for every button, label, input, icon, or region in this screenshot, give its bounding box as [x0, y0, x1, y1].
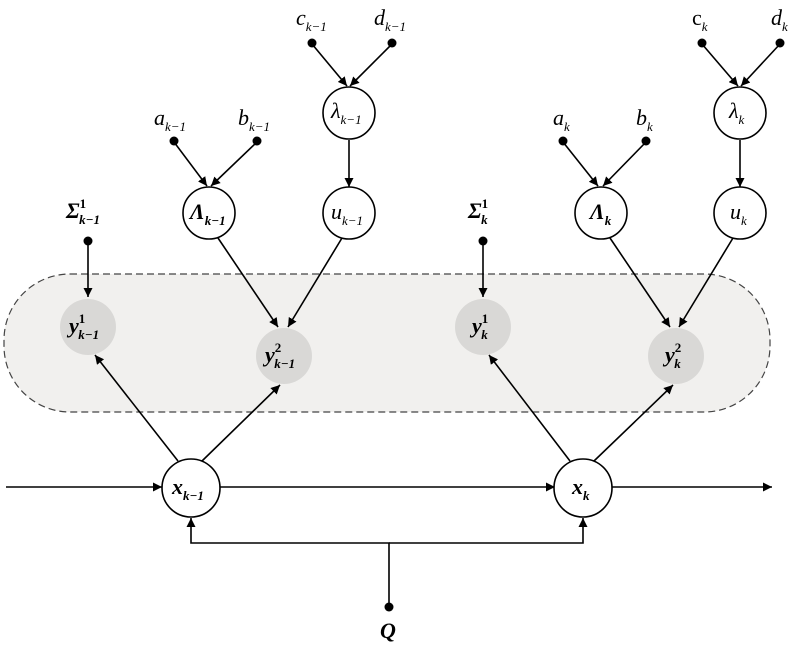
- edge-b-cur-Lambda-cur: [602, 141, 647, 187]
- edges: [6, 43, 781, 606]
- node-u-prev: [322, 186, 376, 240]
- edge-a-cur-Lambda-cur: [562, 141, 599, 187]
- dot-d-prev: [387, 38, 397, 48]
- label-d-cur: dk: [771, 5, 788, 34]
- dot-a-prev: [169, 136, 179, 146]
- dot-b-cur: [641, 136, 651, 146]
- label-u-prev: uk−1: [331, 199, 363, 228]
- edge-u-prev-y2-prev: [287, 237, 343, 328]
- node-y2-cur: [648, 328, 704, 384]
- labels: ck−1 dk−1 ck dk ak−1 bk−1 ak bk λk−1 λk …: [65, 5, 788, 643]
- edge-c-cur-lambda-cur: [701, 43, 739, 87]
- edge-c-prev-lambda-prev: [311, 43, 348, 87]
- dot-Q: [384, 602, 394, 612]
- dot-sigma-cur: [478, 236, 488, 246]
- edge-d-cur-lambda-cur: [740, 43, 781, 87]
- label-x-prev: xk−1: [171, 474, 204, 503]
- node-lambda-cur: [713, 86, 767, 140]
- edge-a-prev-Lambda-prev: [173, 141, 208, 187]
- dot-c-cur: [697, 38, 707, 48]
- edge-Q-x-cur: [389, 518, 588, 544]
- edge-Lambda-prev-y2-prev: [217, 237, 279, 328]
- label-a-cur: ak: [553, 105, 570, 134]
- edge-x-prev-y1-prev: [94, 354, 179, 462]
- label-c-cur: ck: [692, 5, 708, 34]
- edge-x-cur-y1-cur: [488, 354, 571, 462]
- label-Lambda-cur: Λk: [588, 199, 612, 228]
- label-lambda-cur: λk: [728, 98, 745, 127]
- label-Lambda-prev: Λk−1: [188, 199, 226, 228]
- label-x-cur: xk: [571, 474, 590, 503]
- label-c-prev: ck−1: [296, 5, 327, 34]
- edge-x-prev-y2-prev: [201, 384, 281, 462]
- node-Lambda-prev: [182, 186, 236, 240]
- label-u-cur: uk: [730, 199, 747, 228]
- label-b-cur: bk: [636, 105, 653, 134]
- edge-u-cur-y2-cur: [678, 237, 734, 328]
- node-y1-cur: [455, 299, 511, 355]
- node-lambda-prev: [322, 86, 376, 140]
- node-y2-prev: [256, 328, 312, 384]
- label-b-prev: bk−1: [238, 105, 270, 134]
- hyperparameter-dots: [83, 38, 785, 612]
- node-y1-prev: [60, 299, 116, 355]
- node-x-prev: [161, 458, 221, 518]
- dot-a-cur: [558, 136, 568, 146]
- node-x-cur: [553, 458, 613, 518]
- edge-Lambda-cur-y2-cur: [609, 237, 671, 328]
- edge-Q-x-prev: [186, 518, 390, 606]
- observation-plate: [3, 273, 771, 413]
- dot-sigma-prev: [83, 236, 93, 246]
- dot-c-prev: [307, 38, 317, 48]
- edge-d-prev-lambda-prev: [349, 43, 393, 87]
- dot-d-cur: [775, 38, 785, 48]
- label-Q: Q: [380, 618, 396, 643]
- label-d-prev: dk−1: [374, 5, 406, 34]
- label-lambda-prev: λk−1: [330, 98, 362, 127]
- node-Lambda-cur: [574, 186, 628, 240]
- edge-b-prev-Lambda-prev: [210, 141, 258, 187]
- edge-x-cur-y2-cur: [593, 384, 674, 462]
- node-u-cur: [713, 186, 767, 240]
- label-a-prev: ak−1: [154, 105, 186, 134]
- dot-b-prev: [252, 136, 262, 146]
